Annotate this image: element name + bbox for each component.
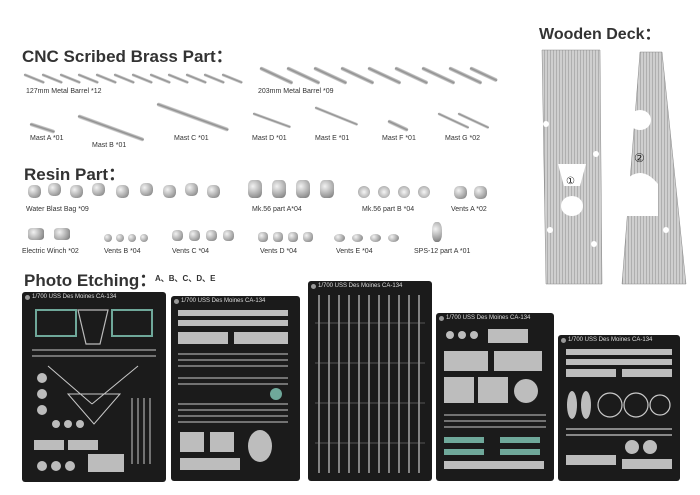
barrel-203-label: 203mm Metal Barrel *09 xyxy=(258,88,334,95)
mk56-part-a xyxy=(248,180,262,198)
etching-heading: Photo Etching： xyxy=(24,271,157,290)
mk56-part-a xyxy=(296,180,310,198)
vents-c xyxy=(189,230,200,241)
deck-heading: Wooden Deck： xyxy=(539,26,661,43)
mk56-part-b xyxy=(418,186,430,198)
mast-f xyxy=(387,119,409,133)
mk56-part-a xyxy=(320,180,334,198)
vents-d xyxy=(258,232,268,242)
fret-c: 1/700 USS Des Moines CA-134 xyxy=(308,281,432,481)
mast-e-label: Mast E *01 xyxy=(315,135,350,142)
water-blast-bag-label: Water Blast Bag *09 xyxy=(26,206,89,213)
vents-c xyxy=(223,230,234,241)
etching-subheading: A、B、C、D、E xyxy=(155,274,216,283)
mk56-part-b xyxy=(358,186,370,198)
mast-c-label: Mast C *01 xyxy=(174,135,209,142)
water-blast-bag xyxy=(116,185,129,198)
sps12-label: SPS-12 part A *01 xyxy=(414,248,471,255)
fret-e-parts xyxy=(566,349,672,469)
vents-b xyxy=(116,234,124,242)
water-blast-bag xyxy=(207,185,220,198)
deck-marker-2: ② xyxy=(634,151,645,165)
vents-c-label: Vents C *04 xyxy=(172,248,209,255)
mast-f-label: Mast F *01 xyxy=(382,135,416,142)
fret-a-parts xyxy=(32,309,156,472)
wooden-deck xyxy=(541,49,687,285)
mast-c xyxy=(156,102,230,132)
water-blast-bag xyxy=(48,183,61,196)
mast-b xyxy=(77,114,145,142)
vents-d xyxy=(288,232,298,242)
deck-piece-1 xyxy=(541,49,603,285)
fret-title: 1/700 USS Des Moines CA-134 xyxy=(446,315,531,321)
mast-d xyxy=(252,112,292,129)
vents-c xyxy=(172,230,183,241)
vents-e xyxy=(334,234,345,242)
mk56-part-b xyxy=(378,186,390,198)
vents-a xyxy=(474,186,487,199)
water-blast-bag xyxy=(140,183,153,196)
deck-marker-1: ① xyxy=(566,176,575,187)
water-blast-bag xyxy=(163,185,176,198)
vents-e xyxy=(352,234,363,242)
fret-d-parts xyxy=(444,329,546,469)
mk56-part-a xyxy=(272,180,286,198)
vents-b xyxy=(140,234,148,242)
vents-e-label: Vents E *04 xyxy=(336,248,373,255)
water-blast-bag xyxy=(92,183,105,196)
water-blast-bag xyxy=(28,185,41,198)
fret-a: 1/700 USS Des Moines CA-134 xyxy=(22,292,166,482)
vents-c xyxy=(206,230,217,241)
water-blast-bag xyxy=(70,185,83,198)
vents-b xyxy=(104,234,112,242)
fret-d: 1/700 USS Des Moines CA-134 xyxy=(436,313,554,481)
mast-e xyxy=(314,106,359,127)
vents-e xyxy=(388,234,399,242)
fret-title: 1/700 USS Des Moines CA-134 xyxy=(32,294,117,300)
mk56-part-b xyxy=(398,186,410,198)
brass-heading: CNC Scribed Brass Part： xyxy=(22,47,233,66)
vents-a-label: Vents A *02 xyxy=(451,206,487,213)
vents-d xyxy=(273,232,283,242)
mk56a-label: Mk.56 part A*04 xyxy=(252,206,302,213)
vents-b-label: Vents B *04 xyxy=(104,248,141,255)
vents-b xyxy=(128,234,136,242)
mast-a xyxy=(29,122,56,134)
fret-b: 1/700 USS Des Moines CA-134 xyxy=(171,296,300,481)
barrel-127 xyxy=(221,73,243,85)
barrel-127-label: 127mm Metal Barrel *12 xyxy=(26,88,102,95)
mast-b-label: Mast B *01 xyxy=(92,142,127,149)
fret-b-parts xyxy=(178,310,288,470)
sps12-part xyxy=(432,222,442,242)
water-blast-bag xyxy=(185,183,198,196)
vents-a xyxy=(454,186,467,199)
fret-title: 1/700 USS Des Moines CA-134 xyxy=(318,283,403,289)
vents-d-label: Vents D *04 xyxy=(260,248,297,255)
fret-title: 1/700 USS Des Moines CA-134 xyxy=(568,337,653,343)
electric-winch-label: Electric Winch *02 xyxy=(22,248,79,255)
fret-title: 1/700 USS Des Moines CA-134 xyxy=(181,298,266,304)
mast-g-label: Mast G *02 xyxy=(445,135,481,142)
vents-d xyxy=(303,232,313,242)
electric-winch xyxy=(28,228,44,240)
resin-heading: Resin Part： xyxy=(24,165,126,184)
mast-d-label: Mast D *01 xyxy=(252,135,287,142)
fret-c-parts xyxy=(315,295,425,473)
fret-e: 1/700 USS Des Moines CA-134 xyxy=(558,335,680,481)
mast-a-label: Mast A *01 xyxy=(30,135,64,142)
deck-piece-2 xyxy=(613,51,687,285)
electric-winch xyxy=(54,228,70,240)
mk56b-label: Mk.56 part B *04 xyxy=(362,206,415,213)
vents-e xyxy=(370,234,381,242)
